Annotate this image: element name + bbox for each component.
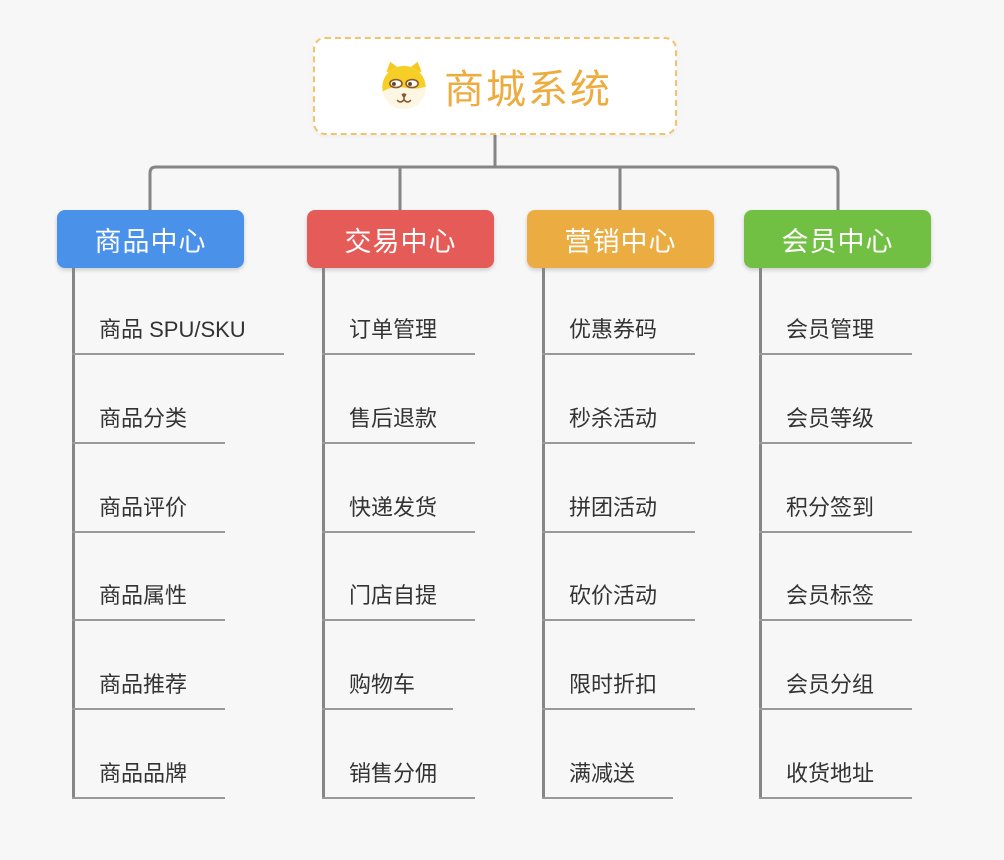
branch-group-marketing-center: 营销中心 优惠券码秒杀活动拼团活动砍价活动限时折扣满减送 [527, 210, 714, 799]
leaf-node[interactable]: 商品品牌 [72, 759, 226, 799]
leaf-node[interactable]: 会员等级 [759, 404, 913, 444]
branch-group-member-center: 会员中心 会员管理会员等级积分签到会员标签会员分组收货地址 [744, 210, 931, 799]
branch-spine-line [542, 268, 545, 799]
branch-bus-line [148, 165, 840, 210]
branch-leaves-member-center: 会员管理会员等级积分签到会员标签会员分组收货地址 [744, 210, 931, 860]
dog-face-icon [382, 61, 426, 110]
leaf-node[interactable]: 满减送 [542, 759, 674, 799]
leaf-node[interactable]: 订单管理 [322, 315, 476, 355]
leaf-node[interactable]: 购物车 [322, 670, 454, 710]
leaf-node[interactable]: 限时折扣 [542, 670, 696, 710]
leaf-node[interactable]: 会员管理 [759, 315, 913, 355]
leaf-node[interactable]: 秒杀活动 [542, 404, 696, 444]
branch-leaves-trade-center: 订单管理售后退款快递发货门店自提购物车销售分佣 [307, 210, 494, 860]
leaf-node[interactable]: 商品 SPU/SKU [72, 315, 284, 355]
leaf-node[interactable]: 会员分组 [759, 670, 913, 710]
leaf-node[interactable]: 拼团活动 [542, 493, 696, 533]
leaf-node[interactable]: 门店自提 [322, 581, 476, 621]
leaf-node[interactable]: 积分签到 [759, 493, 913, 533]
leaf-node[interactable]: 售后退款 [322, 404, 476, 444]
root-node[interactable]: 商城系统 [313, 37, 677, 135]
leaf-node[interactable]: 收货地址 [759, 759, 913, 799]
branch-spine-line [759, 268, 762, 799]
root-title: 商城系统 [444, 68, 612, 112]
branch-group-trade-center: 交易中心 订单管理售后退款快递发货门店自提购物车销售分佣 [307, 210, 494, 799]
leaf-node[interactable]: 商品分类 [72, 404, 226, 444]
branch-leaves-product-center: 商品 SPU/SKU 商品分类商品评价商品属性商品推荐商品品牌 [57, 210, 284, 860]
branch-leaves-marketing-center: 优惠券码秒杀活动拼团活动砍价活动限时折扣满减送 [527, 210, 714, 860]
branch-node-member-center[interactable]: 会员中心 [744, 210, 931, 268]
branch-group-product-center: 商品中心 商品 SPU/SKU 商品分类商品评价商品属性商品推荐商品品牌 [57, 210, 284, 799]
mindmap-canvas: 商城系统 商品中心 商品 SPU/SKU 商品分类商品评价商品属性商品推荐商品品牌… [57, 37, 931, 799]
branch-spine-line [322, 268, 325, 799]
leaf-node[interactable]: 优惠券码 [542, 315, 696, 355]
leaf-node[interactable]: 销售分佣 [322, 759, 476, 799]
leaf-node[interactable]: 快递发货 [322, 493, 476, 533]
leaf-node[interactable]: 商品推荐 [72, 670, 226, 710]
branch-node-marketing-center[interactable]: 营销中心 [527, 210, 714, 268]
leaf-node[interactable]: 砍价活动 [542, 581, 696, 621]
branch-node-product-center[interactable]: 商品中心 [57, 210, 244, 268]
leaf-node[interactable]: 会员标签 [759, 581, 913, 621]
leaf-node[interactable]: 商品属性 [72, 581, 226, 621]
leaf-node[interactable]: 商品评价 [72, 493, 226, 533]
branch-spine-line [72, 268, 75, 799]
branch-node-trade-center[interactable]: 交易中心 [307, 210, 494, 268]
